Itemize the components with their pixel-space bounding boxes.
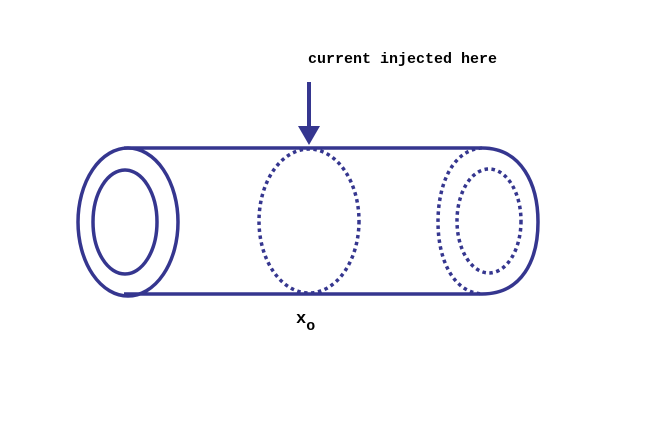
injection-arrow xyxy=(298,82,320,145)
position-label-subscript: o xyxy=(306,318,316,335)
injection-cross-section xyxy=(257,147,361,295)
arrow-head xyxy=(298,126,320,145)
left-outer-ring xyxy=(76,146,180,298)
injection-label: current injected here xyxy=(308,51,498,68)
right-end-arc xyxy=(481,146,540,296)
right-outer-ring-hidden xyxy=(436,146,483,296)
position-label-base: x xyxy=(296,310,307,329)
position-label: xo xyxy=(296,310,315,335)
right-inner-ring xyxy=(455,167,523,275)
left-inner-ring xyxy=(91,168,159,276)
